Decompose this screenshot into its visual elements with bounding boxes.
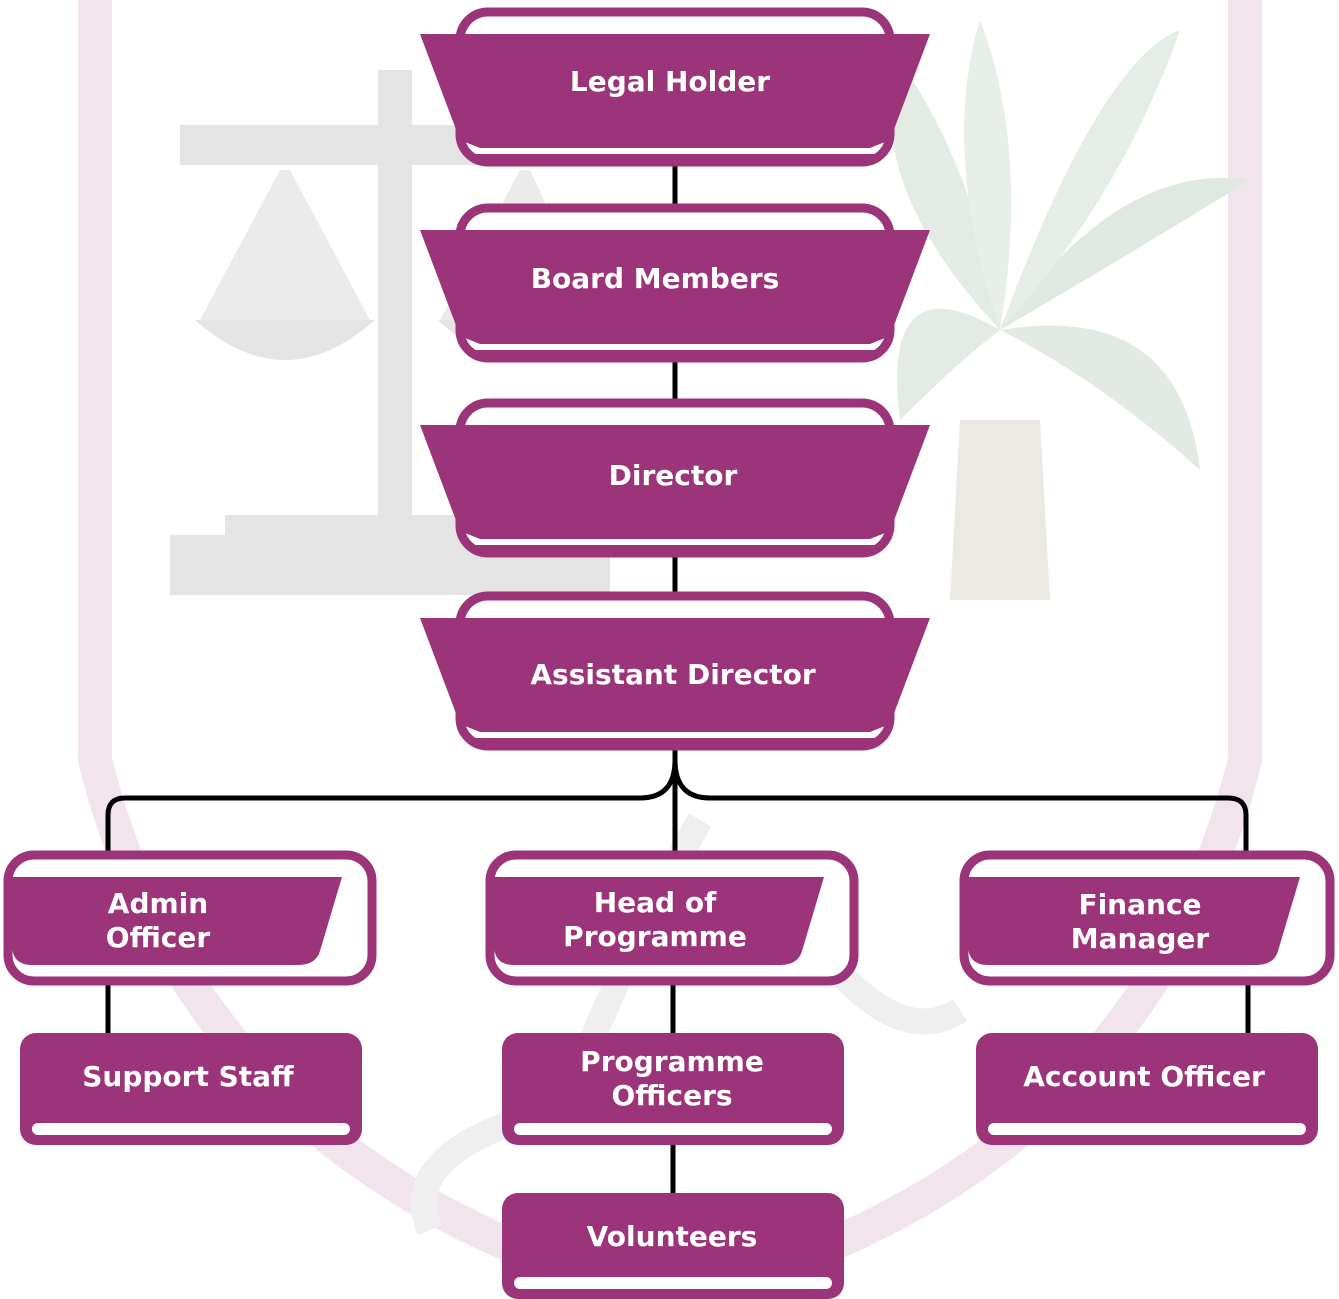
board-members-box — [420, 203, 930, 363]
head-of-programme-box — [485, 850, 859, 986]
connector-line-5 — [105, 759, 678, 855]
programme-officers-box — [502, 1033, 844, 1145]
account-officer-box — [976, 1033, 1318, 1145]
palm-tree-icon — [891, 20, 1250, 600]
volunteers-box — [502, 1193, 844, 1299]
chart-nodes — [3, 7, 1335, 1299]
assistant-director-box — [420, 591, 930, 751]
director-box — [420, 398, 930, 558]
legal-holder-box — [420, 7, 930, 167]
finance-manager-box — [959, 850, 1335, 986]
connector-lines — [105, 165, 1251, 1193]
admin-officer-box — [3, 850, 377, 986]
support-staff-box — [20, 1033, 362, 1145]
connector-line-6 — [672, 759, 1249, 855]
